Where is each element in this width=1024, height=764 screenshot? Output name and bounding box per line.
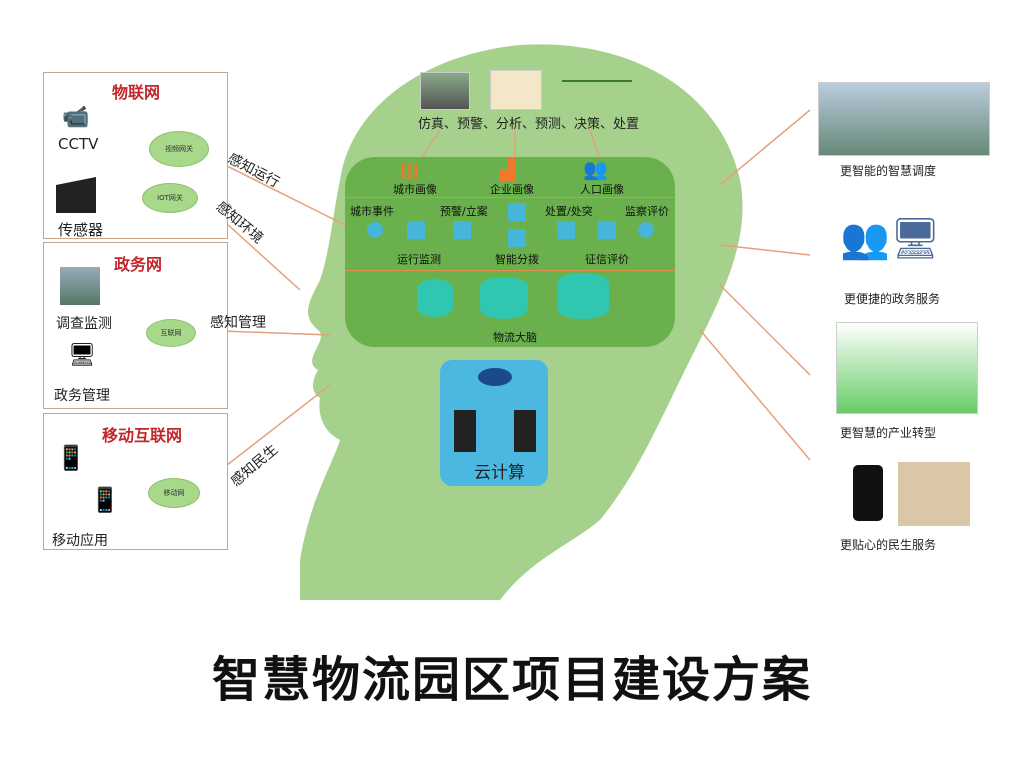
flow-node bbox=[508, 229, 526, 247]
panel-title: 政务网 bbox=[114, 255, 163, 274]
gateway-cloud: 移动网 bbox=[148, 478, 200, 508]
panel-title: 移动互联网 bbox=[102, 426, 183, 445]
output-label: 更智能的智慧调度 bbox=[840, 164, 937, 178]
top-caption: 仿真、预警、分析、预测、决策、处置 bbox=[418, 117, 640, 132]
flow-label: 处置/处突 bbox=[545, 205, 593, 218]
computer-icon: 🖥 bbox=[68, 343, 96, 368]
item-label: 调查监测 bbox=[56, 316, 112, 332]
panel-title: 物联网 bbox=[112, 83, 161, 102]
divider bbox=[345, 197, 675, 198]
divider bbox=[345, 270, 675, 271]
flow-end-node bbox=[638, 222, 654, 238]
building-icon: ▥ bbox=[400, 157, 419, 181]
city-3d-image bbox=[420, 72, 470, 110]
connection-lines bbox=[194, 109, 811, 491]
process-diagram-icon bbox=[562, 80, 632, 102]
arrow-label: 感知管理 bbox=[210, 315, 266, 331]
flow-label: 城市事件 bbox=[350, 205, 394, 218]
phone-icon: 📱 bbox=[90, 486, 120, 514]
flow-node bbox=[557, 221, 575, 239]
government-panel: 政务网 调查监测 🖥 政务管理 互联网 bbox=[43, 242, 228, 409]
item-label: 政务管理 bbox=[54, 388, 110, 404]
mobile-panel: 移动互联网 📱 📱 移动应用 移动网 bbox=[43, 413, 228, 550]
flow-node bbox=[598, 221, 616, 239]
aerial-photo bbox=[60, 267, 100, 305]
database-cylinder bbox=[557, 273, 609, 319]
output-label: 更便捷的政务服务 bbox=[844, 292, 941, 306]
cctv-camera-icon: 📹 bbox=[62, 105, 90, 130]
database-cylinder bbox=[480, 277, 528, 319]
item-label: CCTV bbox=[58, 135, 99, 153]
gateway-cloud: 互联网 bbox=[146, 319, 196, 347]
brain-label: 物流大脑 bbox=[493, 331, 537, 344]
flow-label: 智能分拨 bbox=[495, 253, 539, 266]
brain-panel: ▥ ▟ 👥 城市画像 企业画像 人口画像 城市事件 预警/立案 处置/处突 监察… bbox=[345, 157, 675, 347]
cloud-label: 云计算 bbox=[474, 463, 525, 483]
flow-label: 监察评价 bbox=[625, 205, 669, 218]
map-image bbox=[490, 70, 542, 110]
page-title: 智慧物流园区项目建设方案 bbox=[211, 652, 812, 708]
flow-node bbox=[453, 221, 471, 239]
server-icon bbox=[454, 410, 476, 452]
item-label: 传感器 bbox=[58, 221, 104, 239]
gateway-cloud: 视频网关 bbox=[149, 131, 209, 167]
phone-icon: 📱 bbox=[56, 444, 86, 472]
video-wall-image bbox=[818, 82, 990, 156]
database-cylinder bbox=[417, 279, 453, 317]
flow-label: 预警/立案 bbox=[440, 205, 488, 218]
users-computer-icon: 👥🖥 bbox=[840, 216, 941, 262]
factory-icon bbox=[56, 177, 96, 213]
people-icon: 👥 bbox=[583, 157, 608, 181]
flow-label: 征信评价 bbox=[585, 253, 629, 266]
kiosk-image bbox=[898, 462, 970, 526]
flow-node bbox=[508, 203, 526, 221]
iot-panel: 物联网 📹 CCTV 传感器 视频网关 IOT网关 bbox=[43, 72, 228, 239]
cloud-computing-panel: 云计算 bbox=[440, 360, 548, 486]
green-factory-image bbox=[836, 322, 978, 414]
output-label: 更智慧的产业转型 bbox=[840, 426, 937, 440]
router-icon bbox=[478, 368, 512, 386]
output-label: 更贴心的民生服务 bbox=[840, 538, 937, 552]
server-icon bbox=[514, 410, 536, 452]
portrait-label: 城市画像 bbox=[393, 183, 437, 196]
smartphone-image bbox=[853, 465, 883, 521]
item-label: 移动应用 bbox=[52, 533, 108, 549]
factory-icon: ▟ bbox=[500, 157, 516, 181]
gateway-cloud: IOT网关 bbox=[142, 183, 198, 213]
portrait-label: 企业画像 bbox=[490, 183, 534, 196]
flow-start-node bbox=[367, 222, 383, 238]
flow-label: 运行监测 bbox=[397, 253, 441, 266]
flow-node bbox=[407, 221, 425, 239]
portrait-label: 人口画像 bbox=[580, 183, 624, 196]
